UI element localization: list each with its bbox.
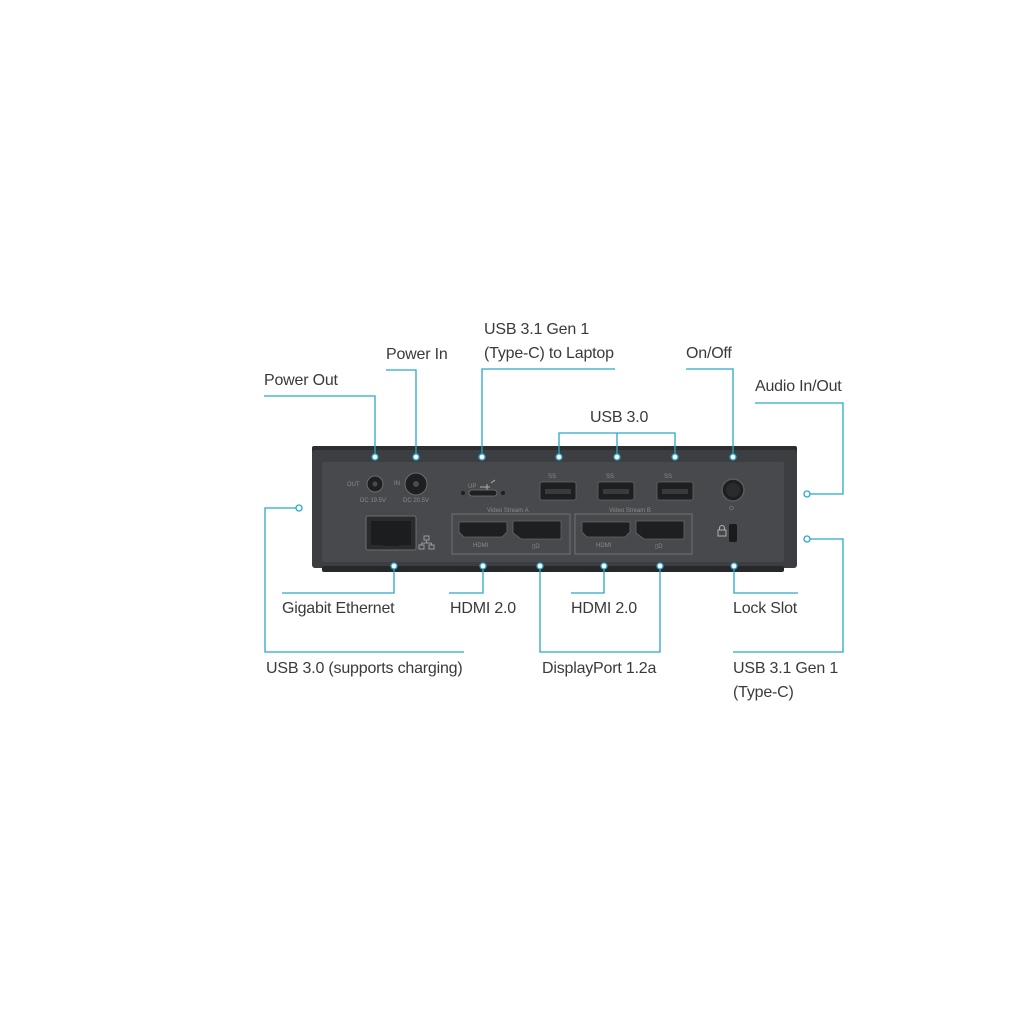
callout-dots xyxy=(295,453,811,570)
power-in-label: Power In xyxy=(386,346,448,363)
usb31-typec-leader xyxy=(733,538,844,653)
gigabit-label: Gigabit Ethernet xyxy=(282,600,395,617)
on-off-label: On/Off xyxy=(686,345,732,362)
usb31-laptop-label-line1: USB 3.1 Gen 1 xyxy=(484,321,590,338)
hdmi-b-leader xyxy=(571,567,605,594)
network-icon xyxy=(418,535,435,550)
usb30-charging-leader xyxy=(264,507,464,653)
on-off-leader xyxy=(686,368,734,456)
dp-icon: ▯D xyxy=(655,544,663,550)
usb31-typec-label-line1: USB 3.1 Gen 1 xyxy=(733,660,839,677)
hdmi-port-b xyxy=(581,521,631,538)
lock-slot xyxy=(729,524,737,542)
dp-icon: ▯D xyxy=(532,544,540,550)
usb-c-laptop-port xyxy=(468,489,498,497)
gigabit-leader xyxy=(282,567,395,594)
out-tag: OUT xyxy=(347,482,360,488)
hdmi-a-leader xyxy=(449,567,484,594)
usb30-label: USB 3.0 xyxy=(590,409,649,426)
lock-leader xyxy=(733,567,798,594)
displayport-port-a xyxy=(512,520,562,540)
up-tag: UP xyxy=(468,484,476,490)
power-out-leader xyxy=(264,395,376,456)
audio-label: Audio In/Out xyxy=(755,378,842,395)
callout-lines xyxy=(264,368,844,653)
lock-icon xyxy=(717,525,727,537)
dc-in-tag: DC 20.5V xyxy=(403,498,429,504)
ss-tag-3: SS xyxy=(664,474,672,480)
usb30-charging-label: USB 3.0 (supports charging) xyxy=(266,660,463,677)
usb31-laptop-label-line2: (Type-C) to Laptop xyxy=(484,345,614,362)
hdmi-tag-a: HDMI xyxy=(473,543,489,549)
video-stream-b-label: Video Stream B xyxy=(609,508,651,514)
usb-symbol-icon xyxy=(480,479,496,490)
power-out-label: Power Out xyxy=(264,372,338,389)
hdmi-b-label: HDMI 2.0 xyxy=(571,600,637,617)
hdmi-port-a xyxy=(458,521,508,538)
ss-tag-2: SS xyxy=(606,474,614,480)
usb31-laptop-leader xyxy=(481,368,615,456)
displayport-leader xyxy=(539,567,661,653)
power-in-leader xyxy=(386,369,417,456)
lock-label: Lock Slot xyxy=(733,600,798,617)
ss-tag-1: SS xyxy=(548,474,556,480)
displayport-port-b xyxy=(635,520,685,540)
dc-out-tag: DC 19.5V xyxy=(360,498,386,504)
docking-station: OUT DC 19.5V IN DC 20.5V UP SS SS SS ⏻ xyxy=(312,446,797,572)
hdmi-tag-b: HDMI xyxy=(596,543,612,549)
video-stream-b-frame xyxy=(574,513,693,555)
usb30-port-group: SS SS SS xyxy=(539,474,694,501)
dock-foot xyxy=(322,566,784,572)
power-symbol-icon: ⏻ xyxy=(729,505,734,512)
audio-leader xyxy=(755,402,844,495)
video-stream-a-label: Video Stream A xyxy=(487,508,529,514)
video-stream-a-frame xyxy=(451,513,571,555)
in-tag: IN xyxy=(394,481,400,487)
usb31-typec-label-line2: (Type-C) xyxy=(733,684,794,701)
hdmi-a-label: HDMI 2.0 xyxy=(450,600,516,617)
displayport-label: DisplayPort 1.2a xyxy=(542,660,657,677)
